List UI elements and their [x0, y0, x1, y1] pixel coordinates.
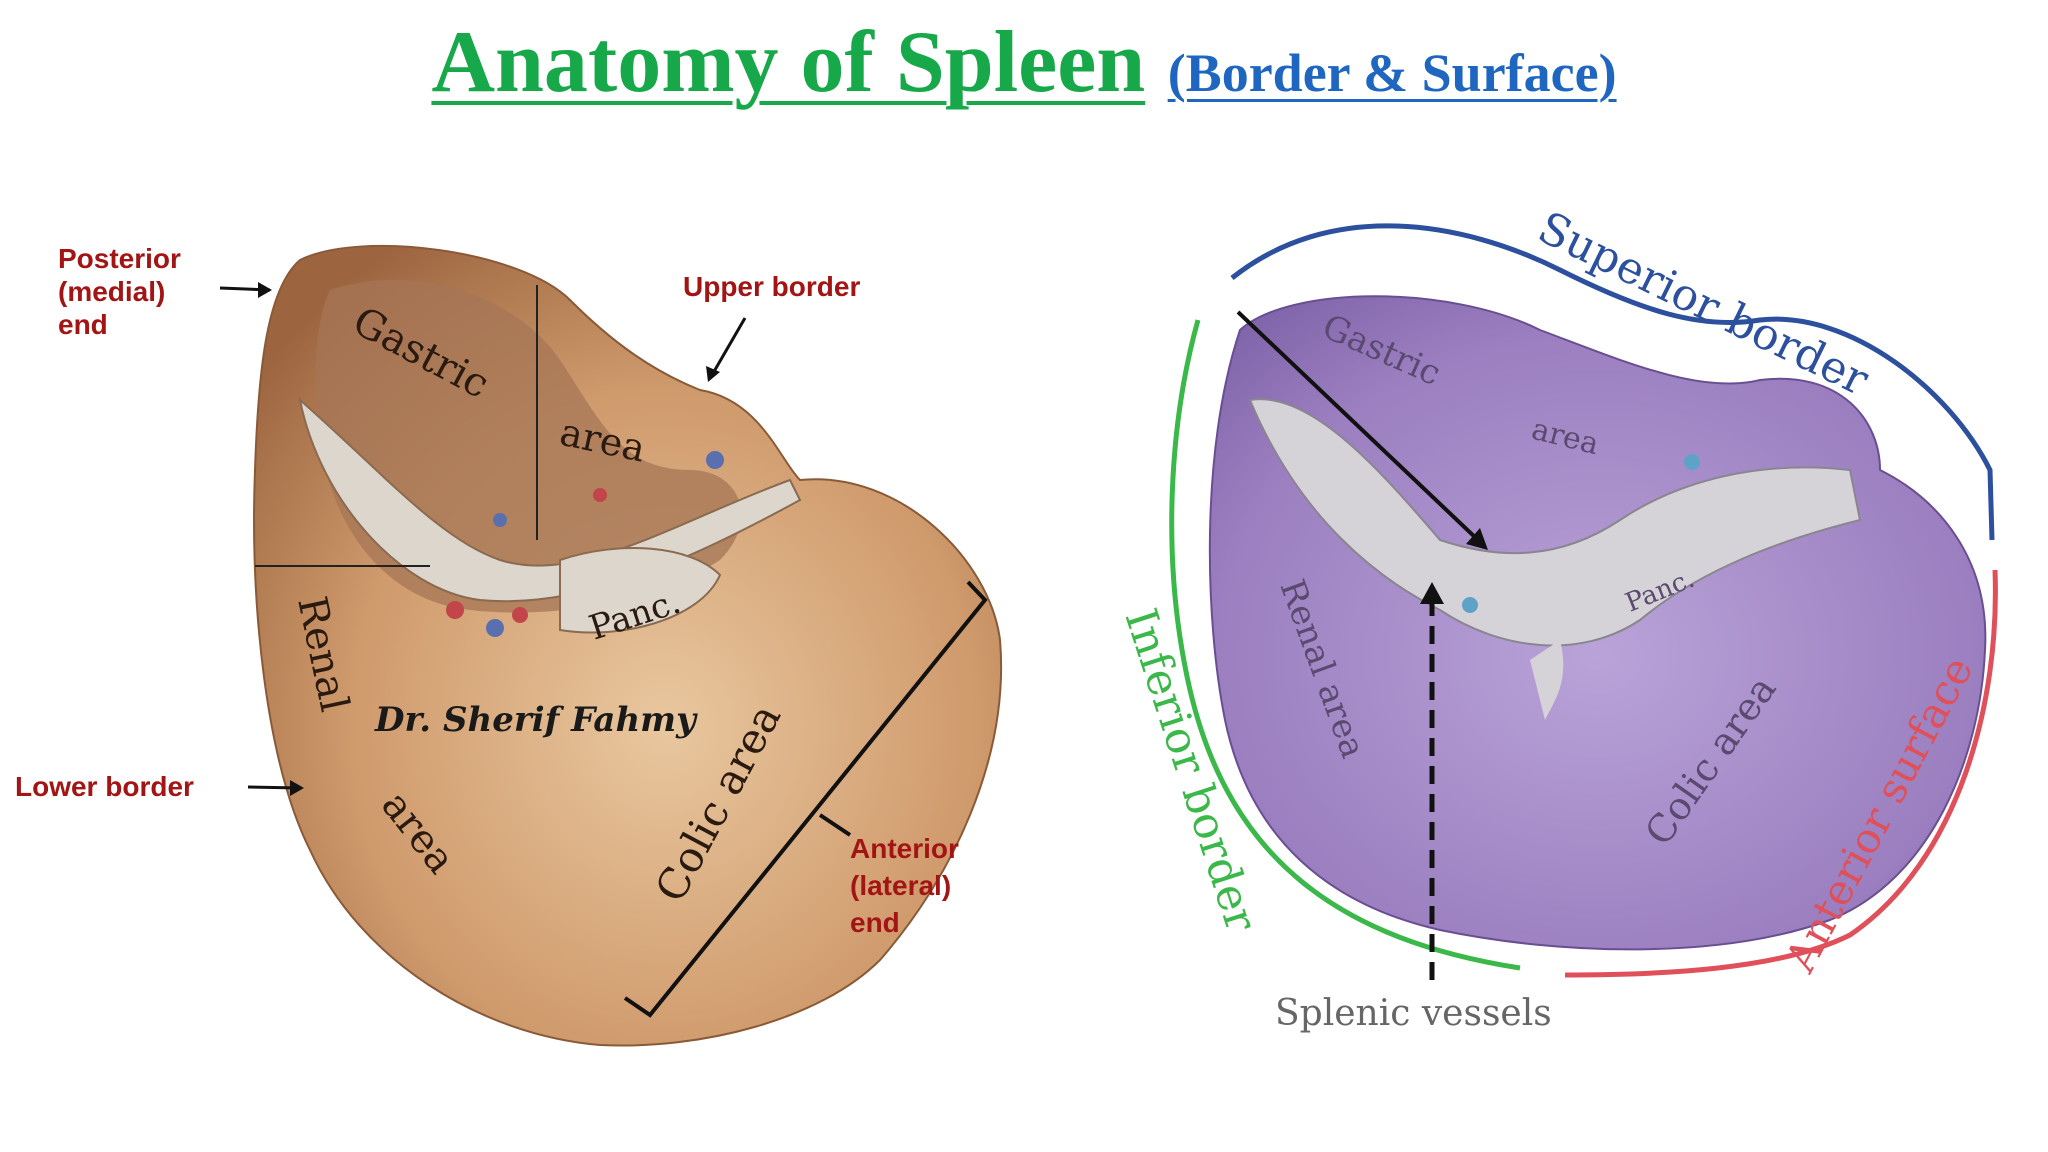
anterior-surface-line — [1564, 569, 1998, 978]
arrow-splenic-vessels — [1236, 310, 1480, 542]
author-signature: Dr. Sherif Fahmy — [375, 700, 696, 740]
posterior-end-label: Posterior (medial) end — [58, 243, 181, 340]
title: Anatomy of Spleen (Border & Surface) — [0, 12, 2048, 113]
superior-border-line — [1230, 223, 1995, 541]
inferior-border-line — [1169, 319, 1521, 971]
page-subtitle: (Border & Surface) — [1167, 43, 1617, 103]
anterior-end-label: Anterior (lateral) end — [850, 833, 959, 938]
splenic-vessels-label: Splenic vessels — [1275, 993, 1552, 1034]
bracket-colic-area — [623, 580, 988, 1018]
page-title: Anatomy of Spleen — [431, 14, 1146, 111]
upper-border-label: Upper border — [683, 271, 861, 302]
lower-border-label: Lower border — [15, 771, 194, 802]
arrow-upper-border — [710, 317, 747, 376]
